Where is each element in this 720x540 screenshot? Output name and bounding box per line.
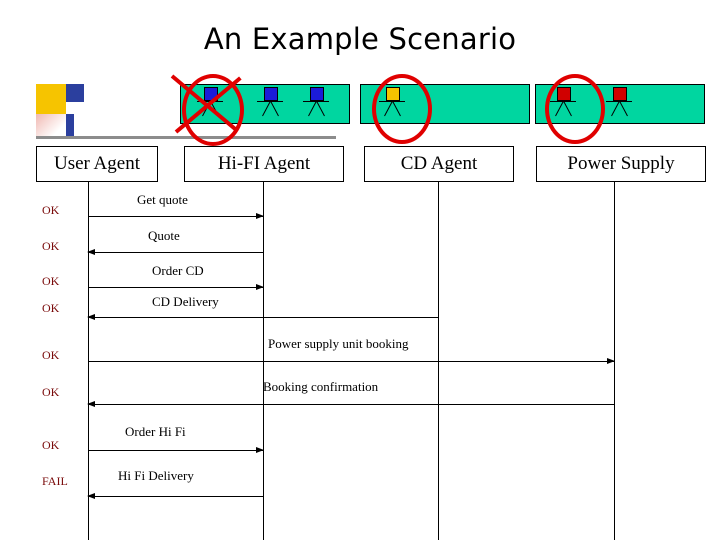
highlight-ellipse-power xyxy=(545,74,605,144)
message-arrow xyxy=(88,284,264,290)
status-badge: OK xyxy=(42,274,60,288)
message-label: Power supply unit booking xyxy=(268,336,409,351)
message-arrow xyxy=(87,314,438,320)
logo-blue-square xyxy=(66,84,84,102)
agent-label-hifi[interactable]: Hi-FI Agent xyxy=(184,146,344,182)
status-badge: OK xyxy=(42,385,60,399)
status-badge: FAIL xyxy=(42,474,68,488)
lifeline-cd xyxy=(438,181,439,540)
status-badge: OK xyxy=(42,239,60,253)
lifeline-hifi xyxy=(263,181,264,540)
logo-red-gradient xyxy=(36,114,66,136)
agent-label-user[interactable]: User Agent xyxy=(36,146,158,182)
message-label: Order Hi Fi xyxy=(125,424,186,439)
message-label: Booking confirmation xyxy=(263,379,379,394)
status-badge: OK xyxy=(42,348,60,362)
status-badge: OK xyxy=(42,301,60,315)
message-arrow xyxy=(87,493,263,499)
message-arrow xyxy=(88,447,264,453)
agent-label-cd[interactable]: CD Agent xyxy=(364,146,514,182)
status-badge: OK xyxy=(42,438,60,452)
agent-label-power[interactable]: Power Supply xyxy=(536,146,706,182)
message-label: Get quote xyxy=(137,192,188,207)
message-label: Quote xyxy=(148,228,180,243)
message-label: Order CD xyxy=(152,263,204,278)
logo-horizontal-rule xyxy=(36,136,336,139)
person-icon xyxy=(606,86,632,122)
message-arrow xyxy=(87,249,263,255)
message-arrow xyxy=(87,401,614,407)
highlight-ellipse-cd xyxy=(372,74,432,144)
page-title: An Example Scenario xyxy=(203,22,517,56)
message-label: Hi Fi Delivery xyxy=(118,468,194,483)
logo-yellow-square xyxy=(36,84,66,114)
message-arrow xyxy=(88,213,264,219)
status-badge: OK xyxy=(42,203,60,217)
person-icon xyxy=(257,86,283,122)
message-arrow xyxy=(88,358,615,364)
logo-blue-bar xyxy=(66,114,74,136)
lifeline-user xyxy=(88,181,89,540)
message-label: CD Delivery xyxy=(152,294,219,309)
person-icon xyxy=(303,86,329,122)
strike-ellipse-hifi xyxy=(182,74,244,146)
